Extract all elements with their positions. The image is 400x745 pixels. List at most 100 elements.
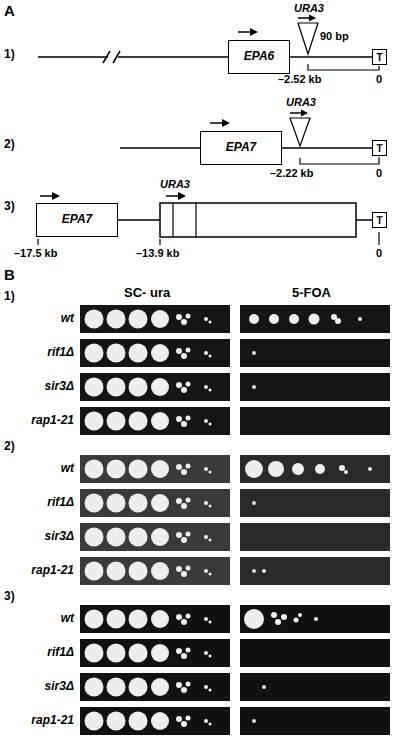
distance-label: –13.9 kb bbox=[136, 247, 179, 260]
plate-strip bbox=[240, 707, 390, 735]
plate-strip bbox=[240, 605, 390, 633]
insertion-triangle bbox=[298, 23, 318, 54]
plate-strip bbox=[80, 305, 230, 333]
plate-strip bbox=[240, 339, 390, 367]
plate-strip bbox=[80, 523, 230, 551]
gene-name: T bbox=[376, 52, 382, 63]
colony-spots bbox=[252, 719, 256, 723]
distance-label: 0 bbox=[376, 167, 382, 180]
insert-divider bbox=[173, 203, 196, 237]
plate-strip bbox=[240, 489, 390, 517]
plate-strip bbox=[240, 407, 390, 435]
panel-letter: B bbox=[4, 266, 15, 283]
plate-strip bbox=[80, 455, 230, 483]
colony-spots bbox=[85, 528, 212, 547]
ura3-insert-box bbox=[160, 203, 356, 237]
row-number: 2) bbox=[4, 138, 15, 152]
colony-spots bbox=[85, 712, 212, 731]
distance-label: –2.52 kb bbox=[278, 73, 321, 86]
plate-strip bbox=[80, 489, 230, 517]
gene-box: EPA6 bbox=[228, 40, 290, 74]
gene-name: EPA7 bbox=[62, 213, 92, 226]
gene-box: EPA7 bbox=[36, 203, 118, 237]
direction-arrow bbox=[298, 17, 310, 19]
colony-spots bbox=[85, 678, 212, 697]
strain-label: rap1-21 bbox=[31, 414, 74, 428]
gene-name: EPA6 bbox=[244, 50, 274, 63]
strain-label: wt bbox=[61, 612, 74, 626]
direction-arrow bbox=[238, 31, 251, 33]
chromosome-line bbox=[38, 56, 228, 58]
gene-label: URA3 bbox=[286, 96, 316, 109]
arrow-head bbox=[250, 28, 258, 36]
strain-label: sir3Δ bbox=[45, 680, 74, 694]
plate-strip bbox=[80, 707, 230, 735]
colony-spots bbox=[85, 610, 212, 629]
section-number: 2) bbox=[4, 440, 15, 454]
colony-spots bbox=[252, 351, 256, 355]
colony-spots bbox=[244, 609, 318, 629]
plate-strip bbox=[80, 373, 230, 401]
plate-strip bbox=[80, 557, 230, 585]
row-number: 1) bbox=[4, 48, 15, 62]
colony-spots bbox=[85, 562, 212, 581]
plate-strip bbox=[80, 605, 230, 633]
plate-strip bbox=[240, 639, 390, 667]
direction-arrow bbox=[40, 195, 53, 197]
section-number: 3) bbox=[4, 590, 15, 604]
arrow-head bbox=[178, 192, 186, 200]
distance-label: –2.22 kb bbox=[270, 167, 313, 180]
distance-label: –17.5 kb bbox=[14, 247, 57, 260]
gene-name: T bbox=[376, 215, 382, 226]
colony-spots bbox=[262, 685, 266, 689]
colony-spots bbox=[252, 385, 256, 389]
size-label: 90 bp bbox=[320, 30, 349, 43]
section-number: 1) bbox=[4, 290, 15, 304]
strain-label: rif1Δ bbox=[47, 646, 74, 660]
arrow-head bbox=[52, 192, 60, 200]
strain-label: rif1Δ bbox=[47, 496, 74, 510]
plate-strip bbox=[80, 407, 230, 435]
plate-strip bbox=[240, 673, 390, 701]
colony-spots bbox=[85, 412, 212, 431]
strain-label: sir3Δ bbox=[45, 380, 74, 394]
colony-spots bbox=[85, 644, 212, 663]
plate-strip bbox=[240, 557, 390, 585]
strain-label: rif1Δ bbox=[47, 346, 74, 360]
plate-strip bbox=[240, 305, 390, 333]
colony-spots bbox=[85, 378, 212, 397]
colony-spots bbox=[85, 310, 212, 329]
colony-spots bbox=[249, 314, 362, 325]
telomere-box: T bbox=[372, 49, 387, 65]
arrow-head bbox=[222, 119, 230, 127]
panel-letter: A bbox=[4, 2, 15, 19]
column-header: SC- ura bbox=[124, 286, 170, 301]
gene-box: EPA7 bbox=[200, 131, 282, 165]
colony-spots bbox=[245, 460, 372, 478]
chromosome-line bbox=[290, 56, 372, 58]
column-header: 5-FOA bbox=[292, 286, 331, 301]
insertion-triangle bbox=[290, 118, 310, 146]
plate-strip bbox=[80, 339, 230, 367]
distance-label: 0 bbox=[376, 247, 382, 260]
plate-strip bbox=[240, 455, 390, 483]
chromosome-line bbox=[120, 147, 200, 149]
distance-label: 0 bbox=[376, 73, 382, 86]
telomere-box: T bbox=[372, 140, 387, 156]
colony-spots bbox=[262, 569, 266, 573]
colony-spots bbox=[85, 494, 212, 513]
distance-bracket bbox=[308, 64, 379, 70]
strain-label: rap1-21 bbox=[31, 564, 74, 578]
plate-strip bbox=[80, 639, 230, 667]
gene-name: T bbox=[376, 143, 382, 154]
plate-strip bbox=[80, 673, 230, 701]
colony-spots bbox=[252, 569, 256, 573]
arrow-head bbox=[301, 110, 308, 117]
direction-arrow bbox=[210, 122, 223, 124]
telomere-box: T bbox=[372, 212, 387, 228]
chromosome-line bbox=[282, 147, 372, 149]
gene-name: EPA7 bbox=[226, 141, 256, 154]
